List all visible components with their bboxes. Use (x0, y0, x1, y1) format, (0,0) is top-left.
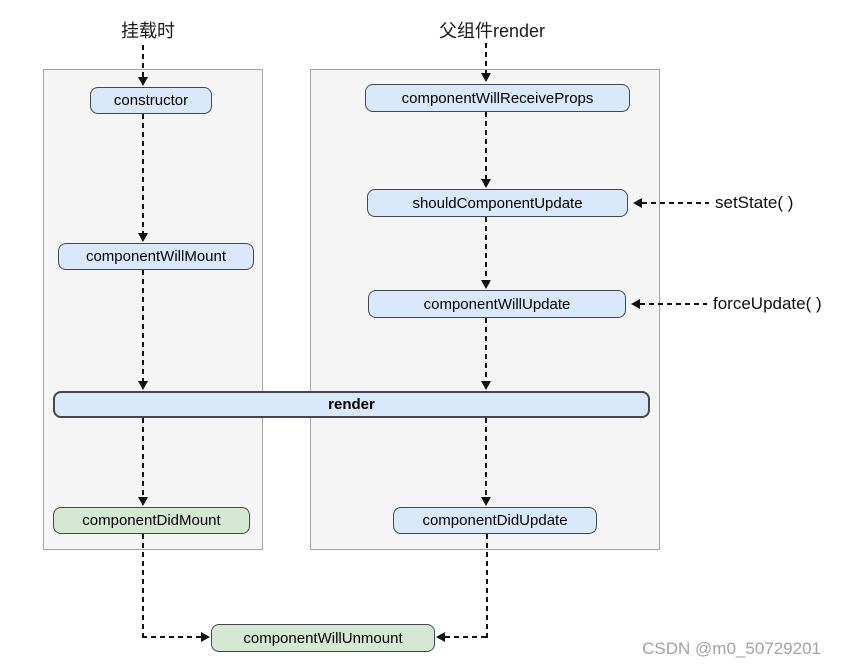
arrow-line (142, 418, 144, 497)
arrow-line (142, 636, 201, 638)
mount-phase-label: 挂载时 (121, 21, 175, 41)
node-component-will-receive-props: componentWillReceiveProps (365, 84, 630, 112)
arrow-head-left-icon (631, 299, 640, 309)
arrow-head-left-icon (436, 632, 445, 642)
arrow-head-down-icon (481, 381, 491, 390)
arrow-line (642, 202, 709, 204)
arrow-line (486, 534, 488, 638)
arrow-head-right-icon (201, 632, 210, 642)
arrow-head-down-icon (138, 497, 148, 506)
arrow-head-down-icon (138, 77, 148, 86)
arrow-head-down-icon (481, 497, 491, 506)
arrow-head-down-icon (138, 381, 148, 390)
arrow-head-left-icon (633, 198, 642, 208)
node-render: render (53, 391, 650, 418)
arrow-line (640, 303, 707, 305)
arrow-line (485, 217, 487, 280)
arrow-line (142, 114, 144, 233)
arrow-line (142, 534, 144, 638)
node-component-did-update: componentDidUpdate (393, 507, 597, 534)
arrow-line (142, 45, 144, 77)
arrow-head-down-icon (481, 179, 491, 188)
arrow-line (485, 318, 487, 381)
node-component-will-update: componentWillUpdate (368, 290, 626, 318)
arrow-line (485, 112, 487, 179)
arrow-head-down-icon (138, 233, 148, 242)
arrow-head-down-icon (481, 280, 491, 289)
node-component-will-mount: componentWillMount (58, 243, 254, 270)
setstate-label: setState( ) (715, 193, 794, 212)
node-component-will-unmount: componentWillUnmount (211, 624, 435, 652)
arrow-head-down-icon (481, 73, 491, 82)
node-constructor: constructor (90, 87, 212, 114)
parent-render-label: 父组件render (438, 21, 546, 41)
arrow-line (485, 418, 487, 497)
arrow-line (445, 636, 487, 638)
arrow-line (142, 270, 144, 381)
csdn-watermark: CSDN @m0_50729201 (642, 639, 821, 658)
arrow-line (485, 43, 487, 73)
mount-phase-panel (43, 69, 263, 550)
forceupdate-label: forceUpdate( ) (713, 294, 822, 313)
node-component-did-mount: componentDidMount (53, 507, 250, 534)
node-should-component-update: shouldComponentUpdate (367, 189, 628, 217)
